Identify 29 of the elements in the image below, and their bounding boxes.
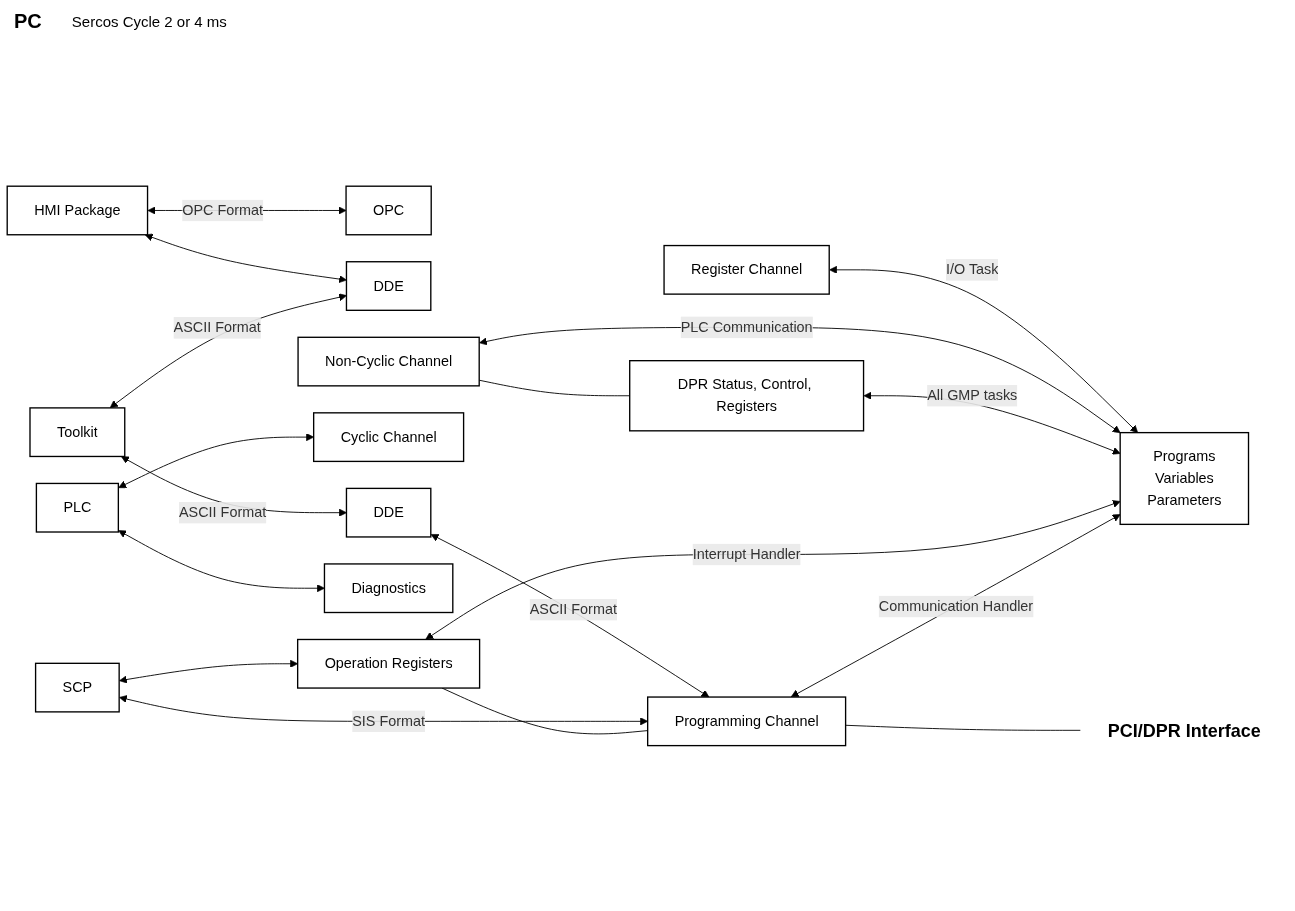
node-box: DDE — [345, 487, 432, 538]
edge-label: ASCII Format — [529, 601, 617, 618]
edge-label: ASCII Format — [179, 504, 267, 521]
connector — [845, 725, 1082, 732]
edge-label: I/O Task — [945, 261, 999, 278]
node-box: Toolkit — [29, 407, 126, 458]
edge-label: Communication Handler — [878, 598, 1034, 615]
node-box: DPR Status, Control, Registers — [629, 360, 865, 432]
edge-label: PLC Communication — [680, 319, 813, 335]
edge-label: ASCII Format — [173, 320, 261, 336]
node-box: PLC — [35, 483, 120, 533]
node-box: OPC — [345, 185, 432, 236]
region-heading: PC — [14, 9, 42, 33]
node-box: Programs Variables Parameters — [1119, 432, 1250, 526]
node-box: Diagnostics — [323, 563, 454, 614]
node-box: SCP — [34, 662, 120, 713]
node-box: Register Channel — [663, 245, 830, 296]
edge-label: All GMP tasks — [927, 387, 1018, 404]
node-text: PCI/DPR Interface — [1107, 720, 1261, 741]
node-box: Programming Channel — [647, 696, 847, 747]
edge-label: Interrupt Handler — [692, 546, 801, 562]
node-box: DDE — [345, 261, 432, 312]
node-box: Operation Registers — [297, 639, 481, 689]
edge-label: SIS Format — [352, 713, 426, 729]
node-box: Cyclic Channel — [313, 412, 465, 463]
edge-label: OPC Format — [182, 202, 263, 218]
node-box: Non-Cyclic Channel — [297, 336, 480, 387]
node-box: HMI Package — [6, 185, 149, 236]
note-text: Sercos Cycle 2 or 4 ms — [71, 12, 227, 30]
